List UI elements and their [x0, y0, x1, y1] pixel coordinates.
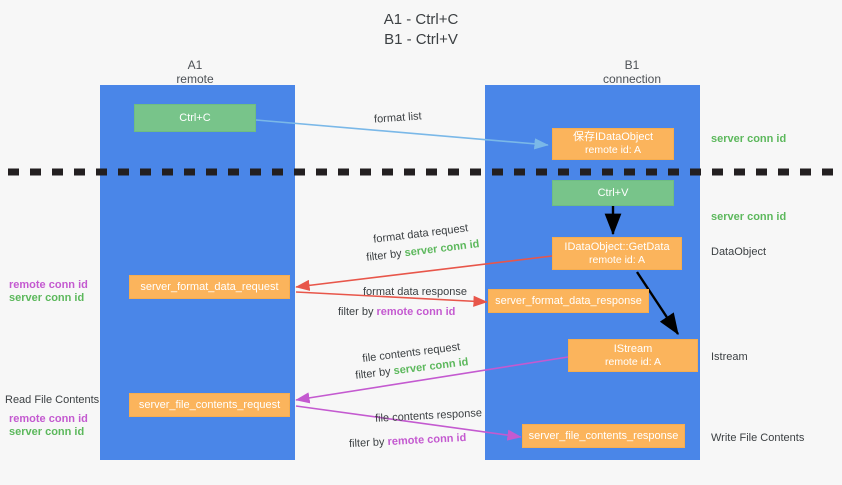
right-annotation-server-conn-id-mid: server conn id [711, 211, 787, 223]
filter-prefix: filter by [365, 247, 406, 264]
left-annotation-format-remote-conn-id: remote conn id [9, 279, 88, 291]
lane-b1-name: B1 [624, 58, 640, 72]
lane-a1-name: A1 [187, 58, 203, 72]
node-idataobject-getdata[interactable]: IDataObject::GetData remote id: A [552, 237, 682, 270]
node-save-idataobject[interactable]: 保存IDataObject remote id: A [552, 128, 674, 160]
node-server-format-data-response-label: server_format_data_response [495, 294, 642, 307]
filter-prefix: filter by [348, 436, 388, 451]
lane-b1-sub: connection [602, 72, 662, 86]
edge-label-format-data-response-filter: filter by remote conn id [338, 305, 455, 319]
node-save-idataobject-remote-id: remote id: A [584, 144, 642, 156]
edge-label-format-data-response: format data response [363, 286, 467, 298]
node-server-format-data-request[interactable]: server_format_data_request [129, 275, 290, 299]
right-annotation-istream: Istream [711, 351, 748, 363]
node-ctrl-v-label: Ctrl+V [597, 186, 629, 199]
node-server-file-contents-request[interactable]: server_file_contents_request [129, 393, 290, 417]
right-annotation-dataobject: DataObject [711, 246, 767, 258]
node-istream-label: IStream [613, 342, 653, 355]
left-annotation-format-server-conn-id: server conn id [9, 292, 85, 304]
node-server-format-data-response[interactable]: server_format_data_response [488, 289, 649, 313]
title-line-2: B1 - Ctrl+V [384, 31, 458, 48]
node-server-file-contents-request-label: server_file_contents_request [138, 398, 281, 411]
node-server-file-contents-response[interactable]: server_file_contents_response [522, 424, 685, 448]
node-ctrl-c[interactable]: Ctrl+C [134, 104, 256, 132]
node-ctrl-v[interactable]: Ctrl+V [552, 180, 674, 206]
edge-label-format-list: format list [373, 110, 423, 126]
lane-a1-sub: remote [176, 72, 214, 86]
lane-header-a1: A1 remote [95, 58, 295, 86]
node-istream[interactable]: IStream remote id: A [568, 339, 698, 372]
node-server-format-data-request-label: server_format_data_request [140, 280, 279, 293]
right-annotation-server-conn-id-top: server conn id [711, 133, 787, 145]
title-line-1: A1 - Ctrl+C [383, 11, 459, 28]
left-annotation-read-file-contents: Read File Contents [5, 394, 100, 406]
node-idataobject-getdata-remote-id: remote id: A [588, 253, 646, 266]
node-save-idataobject-label: 保存IDataObject [572, 131, 654, 143]
remote-conn-id-key: remote conn id [387, 431, 467, 449]
left-annotation-file-remote-conn-id: remote conn id [9, 413, 88, 425]
edge-label-file-contents-response: file contents response [374, 407, 483, 425]
page-title: A1 - Ctrl+C B1 - Ctrl+V [0, 10, 842, 50]
edge-label-file-contents-response-filter: filter by remote conn id [349, 431, 467, 451]
lane-header-b1: B1 connection [532, 58, 732, 86]
node-idataobject-getdata-label: IDataObject::GetData [564, 240, 670, 253]
right-annotation-write-file-contents: Write File Contents [711, 432, 805, 444]
node-ctrl-c-label: Ctrl+C [179, 111, 211, 124]
node-istream-remote-id: remote id: A [604, 355, 662, 368]
filter-prefix: filter by [338, 306, 377, 318]
left-annotation-file-server-conn-id: server conn id [9, 426, 85, 438]
filter-prefix: filter by [354, 365, 395, 382]
node-server-file-contents-response-label: server_file_contents_response [528, 429, 679, 442]
remote-conn-id-key: remote conn id [376, 306, 456, 318]
